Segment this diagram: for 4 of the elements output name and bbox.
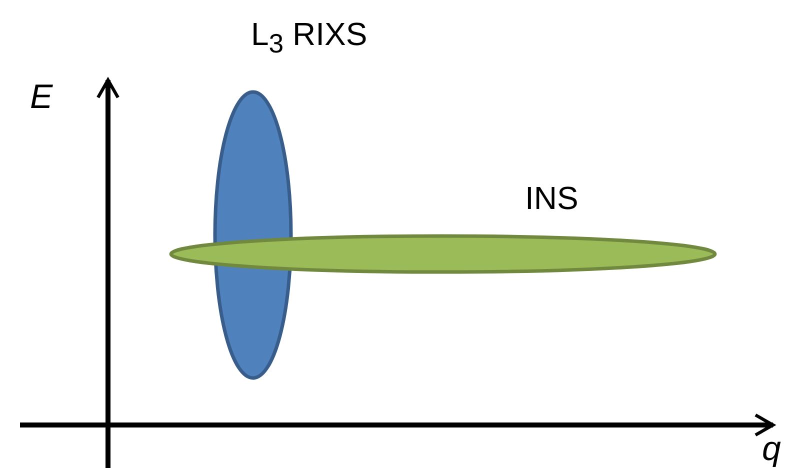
region-label: INS [525, 182, 578, 214]
region-label: L$_{3}$ RIXS [251, 18, 368, 58]
axis-label: E [30, 80, 54, 114]
axis-label: q [762, 432, 782, 466]
